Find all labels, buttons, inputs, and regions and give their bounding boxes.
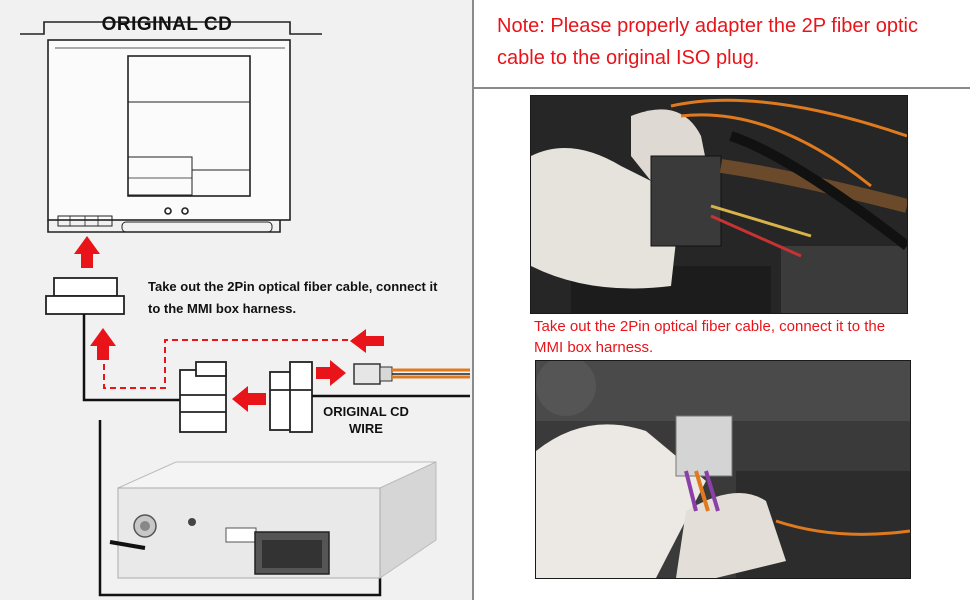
fiber-dashed-path <box>103 339 354 389</box>
left-instruction-caption: Take out the 2Pin optical fiber cable, c… <box>148 279 438 316</box>
original-cd-wire-connector <box>269 361 313 433</box>
photo-connector-harness <box>530 95 908 314</box>
fiber-connector <box>45 277 125 315</box>
fiber-plug <box>353 363 470 385</box>
mmi-box <box>109 461 437 579</box>
original-cd-wire-label: ORIGINAL CD WIRE <box>323 404 409 436</box>
horizontal-divider <box>474 87 970 89</box>
photo-hand-plugging <box>535 360 911 579</box>
note-text: Note: Please properly adapter the 2P fib… <box>497 15 918 69</box>
right-instruction-caption: Take out the 2Pin optical fiber cable, c… <box>534 318 886 356</box>
red-arrow-up-icon <box>74 236 100 268</box>
middle-connector <box>179 361 227 433</box>
original-cd-label: ORIGINAL CD <box>101 14 233 35</box>
photo-2-illustration <box>536 361 910 578</box>
original-cd-unit <box>20 21 322 233</box>
red-arrow-left-icon <box>350 329 384 353</box>
photo-1-illustration <box>531 96 907 313</box>
red-arrow-right-icon <box>316 360 346 386</box>
vertical-divider <box>472 0 474 600</box>
red-arrow-left-icon <box>232 386 266 412</box>
red-arrow-up-icon <box>90 328 116 360</box>
